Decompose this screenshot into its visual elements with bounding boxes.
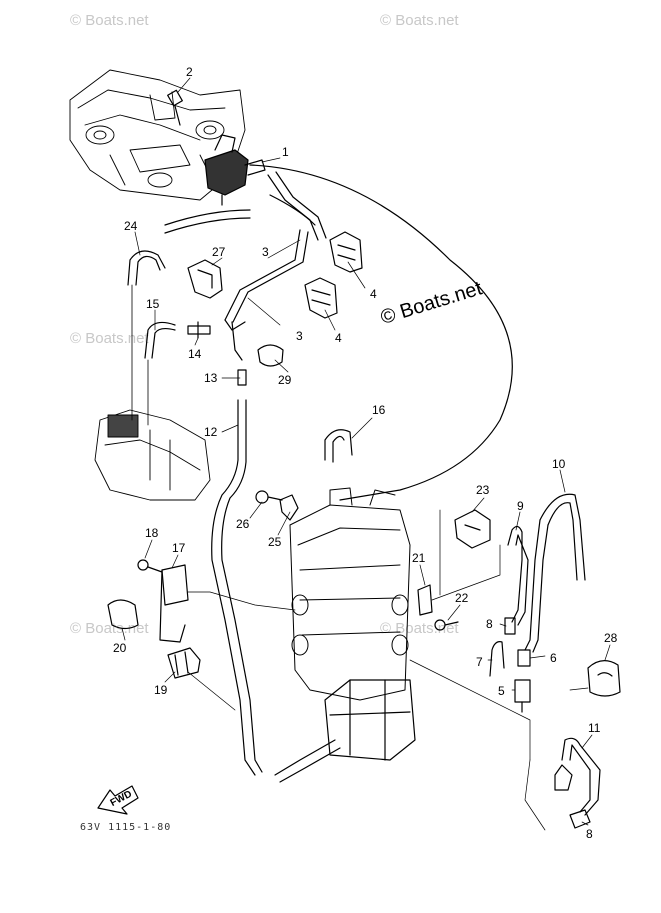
callout-6: 6 <box>550 651 557 665</box>
callout-27: 27 <box>212 245 226 259</box>
part-8-fitting <box>504 617 516 635</box>
part-25-clip <box>279 494 299 521</box>
part-29-clip <box>257 344 284 367</box>
watermark-bottom-left: © Boats.net <box>70 620 149 637</box>
part-28-clamp <box>587 660 621 697</box>
part-4-clamp-lower <box>304 277 338 319</box>
watermark-bottom-right: © Boats.net <box>380 620 459 637</box>
part-9-hose <box>507 525 529 626</box>
watermark-mid-left: © Boats.net <box>70 330 149 347</box>
part-6-fitting <box>517 649 531 667</box>
callout-10: 10 <box>552 457 566 471</box>
lower-left-engine-block <box>94 409 211 501</box>
part-7-hose <box>489 641 505 677</box>
callout-13: 13 <box>204 371 218 385</box>
fwd-arrow <box>97 785 139 815</box>
part-14-fitting <box>187 321 211 339</box>
part-13-fitting <box>237 369 247 386</box>
callout-29: 29 <box>278 373 292 387</box>
callout-26: 26 <box>236 517 250 531</box>
callout-23: 23 <box>476 483 490 497</box>
callout-16: 16 <box>372 403 386 417</box>
callout-3a: 3 <box>262 245 269 259</box>
callout-21: 21 <box>412 551 426 565</box>
callout-11: 11 <box>588 721 601 735</box>
callout-17: 17 <box>172 541 186 555</box>
part-1-solenoid-valve <box>204 134 266 206</box>
callout-2: 2 <box>186 65 193 79</box>
callout-4b: 4 <box>335 331 342 345</box>
callout-5: 5 <box>498 684 505 698</box>
part-18-bolt <box>137 559 163 573</box>
part-27-clip <box>187 259 223 299</box>
canister <box>324 679 416 761</box>
part-4-clamp-upper <box>329 231 363 273</box>
callout-15: 15 <box>146 297 160 311</box>
callout-24: 24 <box>124 219 138 233</box>
watermark-top-left: © Boats.net <box>70 12 149 29</box>
callout-1: 1 <box>282 145 289 159</box>
part-16-hose <box>324 429 353 463</box>
part-24-hose <box>127 250 166 286</box>
part-23-clamp <box>454 509 491 549</box>
part-10-hose <box>524 493 586 653</box>
part-21-bracket <box>417 584 433 616</box>
leader-lines <box>121 77 611 826</box>
diagram-code: 63V 1115-1-80 <box>80 822 172 833</box>
callout-8a: 8 <box>486 617 493 631</box>
part-17-bracket <box>159 564 189 643</box>
part-2-fitting <box>167 89 183 126</box>
part-11-hose <box>554 737 601 816</box>
callout-7: 7 <box>476 655 483 669</box>
part-22-bolt <box>434 619 459 631</box>
part-3-hoses <box>164 171 327 361</box>
callout-22: 22 <box>455 591 469 605</box>
part-8-lower-fitting <box>569 809 591 829</box>
fwd-label: FWD <box>109 789 134 809</box>
part-26-bolt <box>255 490 283 504</box>
callout-14: 14 <box>188 347 202 361</box>
callout-8b: 8 <box>586 827 593 841</box>
part-12-hose <box>211 399 263 776</box>
callout-25: 25 <box>268 535 282 549</box>
vapor-separator-assembly <box>289 487 411 701</box>
part-20-clamp <box>107 599 139 630</box>
callout-9: 9 <box>517 499 524 513</box>
part-19-clamp <box>167 647 201 679</box>
part-5-fitting <box>514 679 531 713</box>
callout-12: 12 <box>204 425 218 439</box>
part-15-hose <box>144 321 176 359</box>
callout-18: 18 <box>145 526 159 540</box>
callout-19: 19 <box>154 683 168 697</box>
long-wire <box>249 164 513 501</box>
callout-20: 20 <box>113 641 127 655</box>
callout-3b: 3 <box>296 329 303 343</box>
callout-4a: 4 <box>370 287 377 301</box>
watermark-top-right: © Boats.net <box>380 12 459 29</box>
callout-numbers: 1 2 3 3 4 4 24 27 15 14 13 29 12 16 26 2… <box>109 65 618 841</box>
callout-28: 28 <box>604 631 618 645</box>
